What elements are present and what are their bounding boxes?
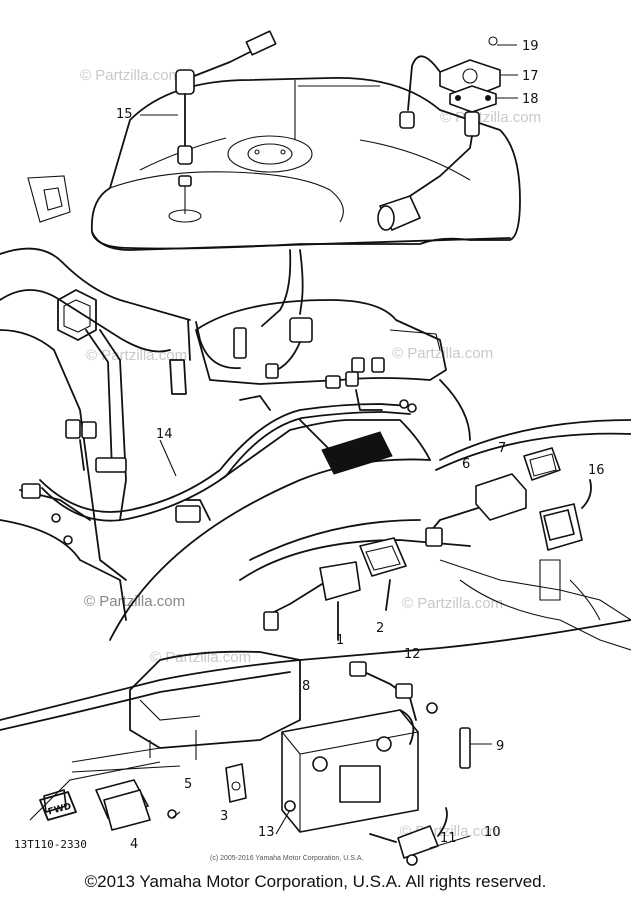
frame-line [0,619,631,721]
callout-13: 13 [258,825,275,840]
watermark: © Partzilla.com [440,109,541,126]
callout-11: 11 [440,831,457,846]
callout-18: 18 [522,92,539,107]
callout-2: 2 [376,621,384,636]
leader [299,249,304,315]
part-8-battery [281,661,492,833]
watermark: © Partzilla.com [402,595,503,612]
callout-9: 9 [496,739,504,754]
part-14-wire-harness [19,317,417,545]
small-copyright: (c) 2005-2016 Yamaha Motor Corporation, … [210,855,363,862]
callout-12: 12 [404,647,421,662]
callout-10: 10 [484,825,501,840]
part-15-fuel-sender [140,30,277,214]
frame-line [0,671,291,731]
callout-4: 4 [130,837,138,852]
callout-14: 14 [156,427,173,442]
watermark: © Partzilla.com [150,649,251,666]
part-code: 13T110-2330 [14,838,87,851]
callout-16: 16 [588,463,605,478]
footer-copyright: ©2013 Yamaha Motor Corporation, U.S.A. A… [84,872,547,891]
callout-6: 6 [462,457,470,472]
leader [261,249,292,327]
watermark: © Partzilla.com [86,347,187,364]
callout-15: 15 [116,107,133,122]
part-1-2-components [263,537,407,641]
watermark: © Partzilla.com [80,67,181,84]
callout-5: 5 [184,777,192,792]
fuel-tank-inset [90,77,521,251]
part-6-7-16-components [425,447,592,551]
callout-1: 1 [336,633,344,648]
watermarks: © Partzilla.com © Partzilla.com © Partzi… [80,67,541,840]
callout-17: 17 [522,69,539,84]
part-17-18-fuel-gauge [377,36,518,231]
callout-labels: 1 2 3 4 5 6 7 8 9 10 11 12 13 14 15 16 1… [116,39,605,852]
callout-3: 3 [220,809,228,824]
callout-7: 7 [498,441,506,456]
callout-19: 19 [522,39,539,54]
frame-section [0,175,631,651]
callout-8: 8 [302,679,310,694]
part-10-11-13-components [275,800,471,866]
